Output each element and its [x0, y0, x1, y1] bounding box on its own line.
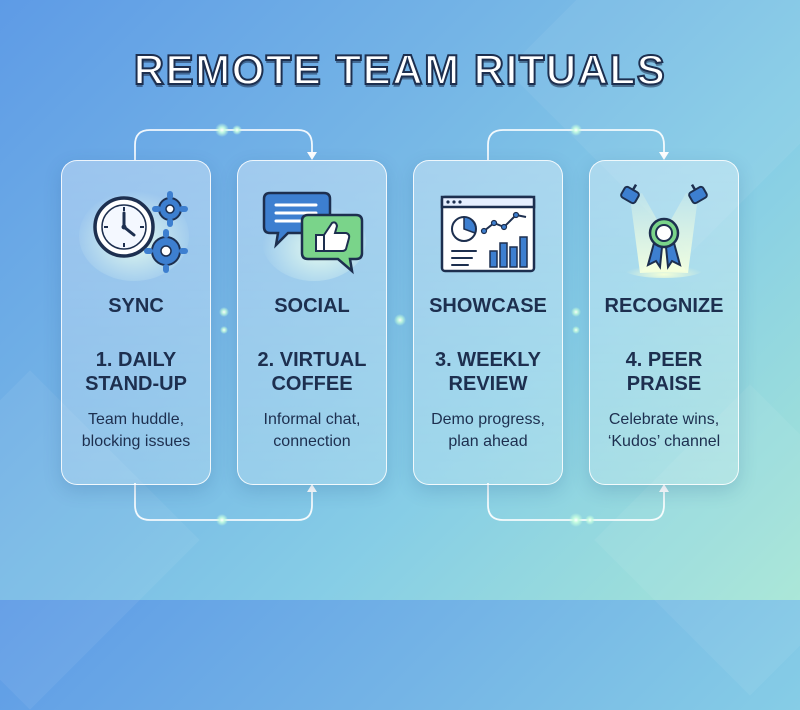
- page-title: REMOTE TEAM RITUALS: [133, 45, 667, 94]
- ritual-category: SHOWCASE: [429, 295, 547, 317]
- glow-dot: [232, 125, 242, 135]
- ritual-description: Informal chat, connection: [263, 411, 361, 450]
- dashboard-charts-icon: [440, 195, 536, 273]
- ritual-name: 3. WEEKLY REVIEW: [435, 349, 541, 395]
- ritual-card-sync: SYNC 1. DAILY STAND-UP Team huddle, bloc…: [61, 160, 211, 485]
- clock-gears-icon: [79, 191, 189, 281]
- glow-dot: [570, 124, 582, 136]
- arrowhead-icon: [659, 152, 669, 160]
- ritual-description: Team huddle, blocking issues: [81, 411, 191, 450]
- arrowhead-icon: [307, 484, 317, 492]
- glow-dot: [585, 515, 595, 525]
- glow-dot: [215, 123, 229, 137]
- ritual-category: SYNC: [108, 295, 164, 317]
- spotlight-award-icon: [620, 183, 708, 278]
- glow-dot: [219, 307, 229, 317]
- glow-dot: [394, 314, 406, 326]
- glow-dot: [572, 326, 580, 334]
- ritual-description: Celebrate wins, ‘Kudos’ channel: [607, 411, 721, 450]
- glow-dot: [569, 513, 583, 527]
- ritual-card-social: SOCIAL 2. VIRTUAL COFFEE Informal chat, …: [237, 160, 387, 485]
- arrowhead-icon: [307, 152, 317, 160]
- ritual-name: 1. DAILY STAND-UP: [85, 349, 187, 395]
- ritual-category: SOCIAL: [274, 295, 350, 317]
- glow-dot: [220, 326, 228, 334]
- glow-dot: [216, 514, 228, 526]
- ritual-description: Demo progress, plan ahead: [431, 411, 545, 450]
- ritual-card-recognize: RECOGNIZE 4. PEER PRAISE Celebrate wins,…: [589, 160, 739, 485]
- arrowhead-icon: [659, 484, 669, 492]
- ritual-card-showcase: SHOWCASE 3. WEEKLY REVIEW Demo progress,…: [413, 160, 563, 485]
- flow-connectors: [215, 123, 669, 527]
- ritual-name: 4. PEER PRAISE: [625, 349, 703, 395]
- glow-dot: [571, 307, 581, 317]
- chat-bubbles-thumbs-up-icon: [262, 191, 366, 281]
- ritual-category: RECOGNIZE: [604, 295, 724, 317]
- ritual-name: 2. VIRTUAL COFFEE: [257, 349, 367, 395]
